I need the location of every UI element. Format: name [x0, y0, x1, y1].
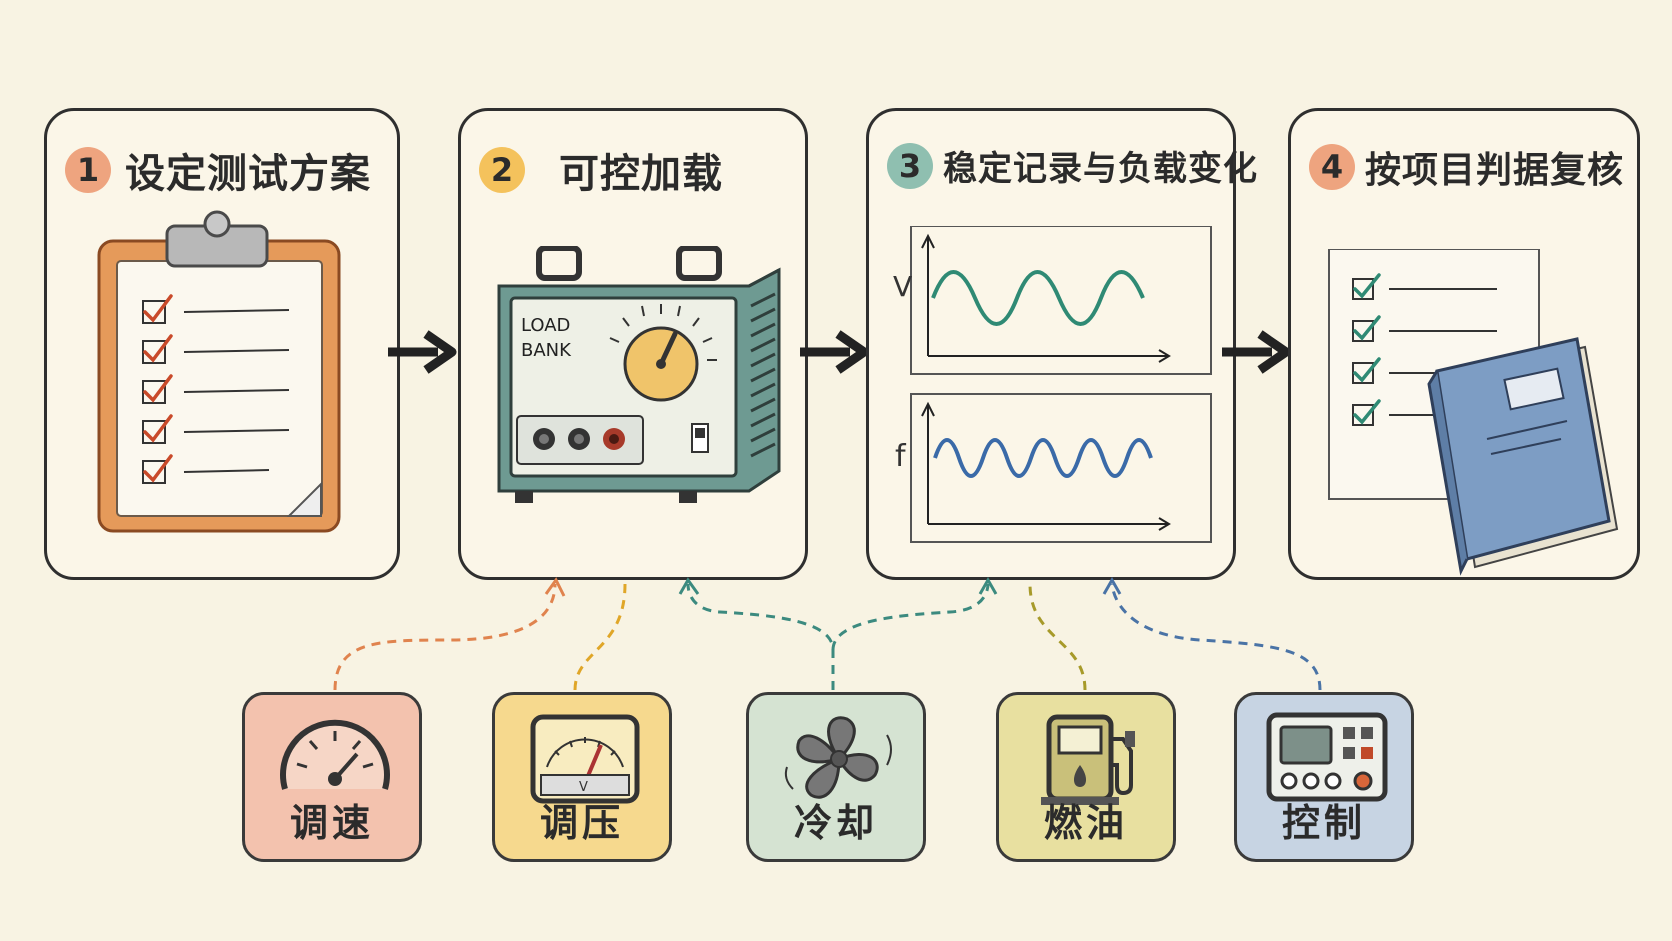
step-4-header: 4 按项目判据复核 — [1309, 141, 1624, 193]
arrow-2-to-3 — [800, 330, 869, 374]
factor-label-control: 控制 — [1281, 801, 1366, 845]
step-3-header: 3 稳定记录与负载变化 — [887, 141, 1258, 190]
step-2-title: 可控加载 — [559, 151, 723, 197]
step-1-title: 设定测试方案 — [125, 151, 371, 197]
load-bank-label-1: LOAD — [521, 315, 570, 336]
factor-label-cooling: 冷却 — [793, 801, 878, 845]
control-panel-icon — [1266, 712, 1388, 802]
factor-tile-speed: 调速 — [242, 692, 422, 862]
factor-tile-control: 控制 — [1234, 692, 1414, 862]
step-2-panel: 2 可控加载 LOAD BANK — [458, 108, 808, 580]
factor-label-fuel: 燃油 — [1043, 801, 1128, 845]
step-3-title: 稳定记录与负载变化 — [943, 149, 1258, 189]
voltage-axis-label: V — [893, 270, 912, 303]
fan-icon — [784, 716, 892, 799]
step-1-number: 1 — [65, 147, 111, 193]
step-4-panel: 4 按项目判据复核 — [1288, 108, 1640, 580]
fuel-pump-icon — [1041, 714, 1135, 805]
clipboard-icon — [97, 210, 341, 533]
factor-tile-fuel: 燃油 — [996, 692, 1176, 862]
factor-tile-cooling: 冷却 — [746, 692, 926, 862]
arrow-1-to-2 — [388, 330, 457, 374]
step-4-title: 按项目判据复核 — [1365, 150, 1625, 191]
step-1-panel: 1 设定测试方案 — [44, 108, 400, 580]
load-bank-label-2: BANK — [521, 340, 572, 361]
factor-label-voltage: 调压 — [539, 801, 624, 845]
voltmeter-icon: V — [530, 714, 640, 804]
speedometer-icon — [280, 719, 390, 790]
factor-tile-voltage: V 调压 — [492, 692, 672, 862]
step-3-panel: 3 稳定记录与负载变化 V f — [866, 108, 1257, 580]
step-2-header: 2 可控加载 — [479, 141, 723, 199]
step-2-number: 2 — [479, 147, 525, 193]
arrow-3-to-4 — [1222, 330, 1291, 374]
step-3-number: 3 — [887, 142, 933, 189]
load-bank-icon: LOAD BANK — [497, 246, 781, 503]
step-4-number: 4 — [1309, 144, 1355, 190]
checklist-and-manual-icon — [1328, 249, 1619, 576]
factor-label-speed: 调速 — [289, 801, 374, 845]
step-1-header: 1 设定测试方案 — [65, 141, 371, 199]
svg-text:V: V — [579, 780, 588, 795]
voltage-frequency-graphs: V f — [893, 226, 1212, 543]
frequency-axis-label: f — [895, 439, 907, 474]
